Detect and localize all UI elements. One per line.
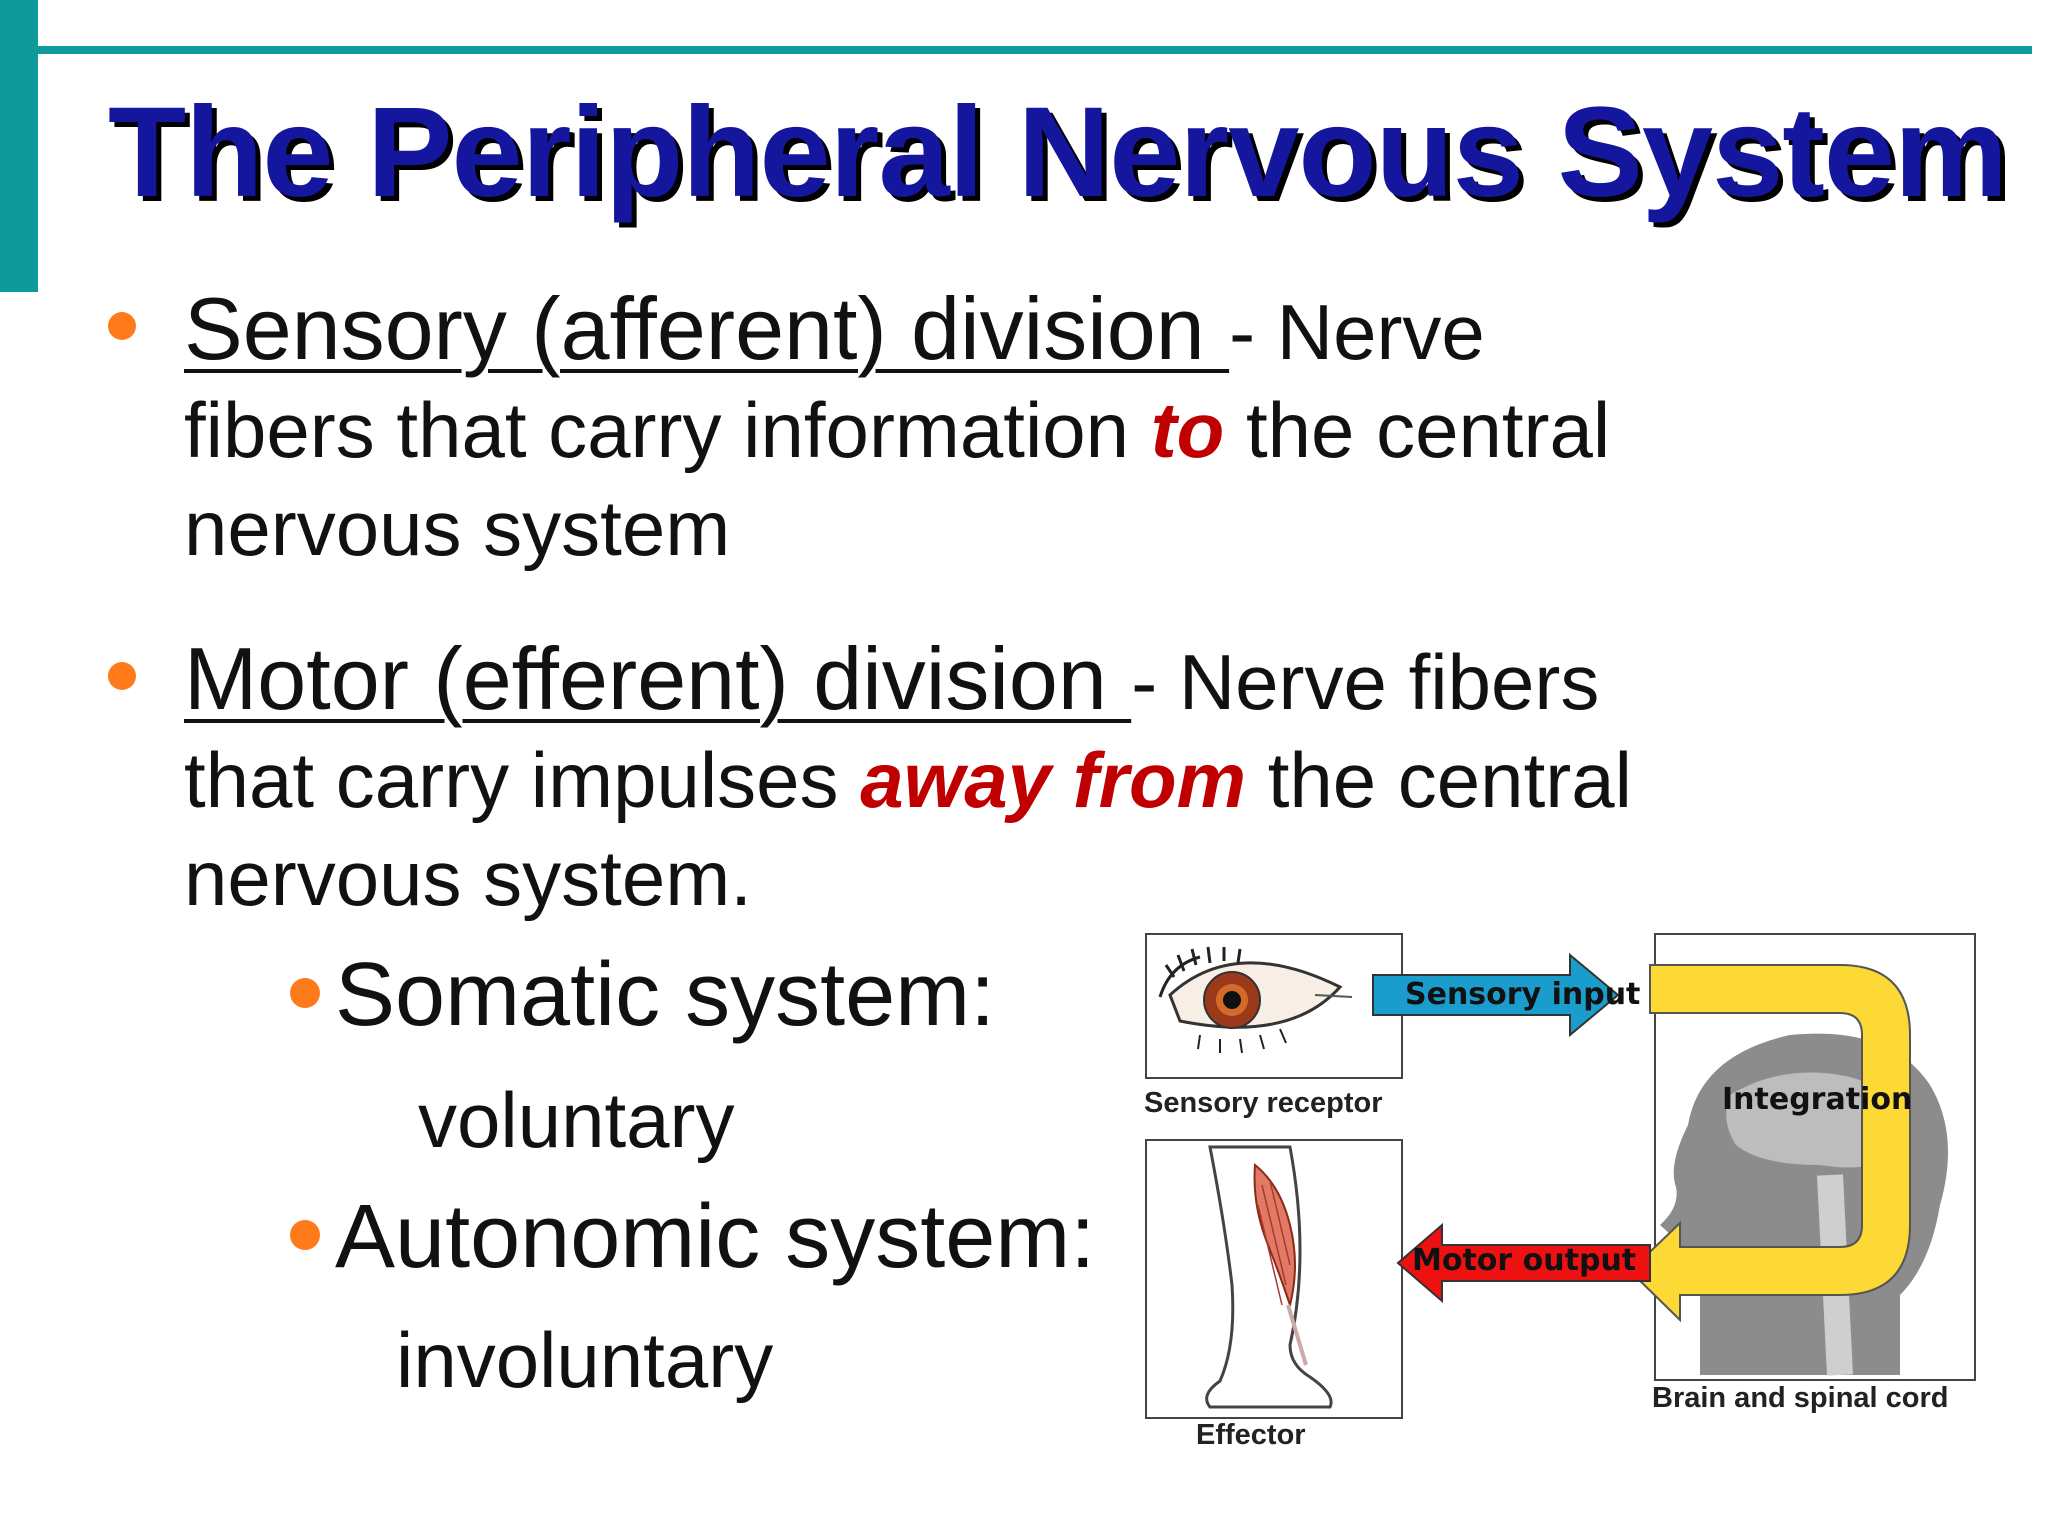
motor-paragraph: Motor (efferent) division - Nerve fibers…	[184, 630, 1632, 927]
sensory-dash: - Nerve	[1229, 288, 1485, 376]
leg-muscle-icon	[1205, 1145, 1333, 1409]
motor-output-arrow	[1396, 1222, 1651, 1304]
autonomic-label: Autonomic system:	[335, 1187, 1096, 1287]
accent-bar-horizontal	[38, 46, 2032, 54]
motor-line3: nervous system.	[184, 834, 752, 922]
motor-line2-pre: that carry impulses	[184, 736, 861, 824]
somatic-label: Somatic system:	[335, 945, 996, 1045]
sensory-emphasis: to	[1150, 386, 1225, 474]
sensory-receptor-label: Sensory receptor	[1144, 1087, 1383, 1119]
motor-output-label: Motor output	[1412, 1243, 1637, 1278]
motor-heading: Motor (efferent) division	[184, 629, 1132, 728]
slide-title: The Peripheral Nervous System	[108, 81, 2008, 224]
integration-label: Integration	[1722, 1082, 1913, 1117]
bullet-somatic	[290, 978, 320, 1008]
bullet-autonomic	[290, 1220, 320, 1250]
autonomic-desc: involuntary	[396, 1316, 774, 1404]
sensory-input-label: Sensory input	[1405, 977, 1641, 1012]
sensory-line2-post: the central	[1224, 386, 1611, 474]
sensory-line3: nervous system	[184, 484, 731, 572]
accent-bar-vertical	[0, 0, 38, 292]
diagram-graphics	[1158, 946, 1948, 1409]
sensory-input-arrow	[1372, 952, 1620, 1038]
effector-label: Effector	[1196, 1419, 1306, 1451]
pns-diagram: Sensory input Integration Motor output S…	[1140, 925, 1980, 1470]
sensory-paragraph: Sensory (afferent) division - Nerve fibe…	[184, 280, 1610, 577]
bullet-motor	[108, 662, 136, 690]
sensory-heading: Sensory (afferent) division	[184, 279, 1230, 378]
eye-icon	[1158, 946, 1353, 1054]
somatic-desc: voluntary	[418, 1076, 735, 1164]
sensory-line2-pre: fibers that carry information	[184, 386, 1151, 474]
bullet-sensory	[108, 312, 136, 340]
motor-dash: - Nerve fibers	[1131, 638, 1600, 726]
brain-spinal-label: Brain and spinal cord	[1652, 1382, 1949, 1414]
integration-arrow	[1628, 964, 1911, 1323]
motor-line2-post: the central	[1246, 736, 1632, 824]
motor-emphasis: away from	[860, 736, 1247, 824]
